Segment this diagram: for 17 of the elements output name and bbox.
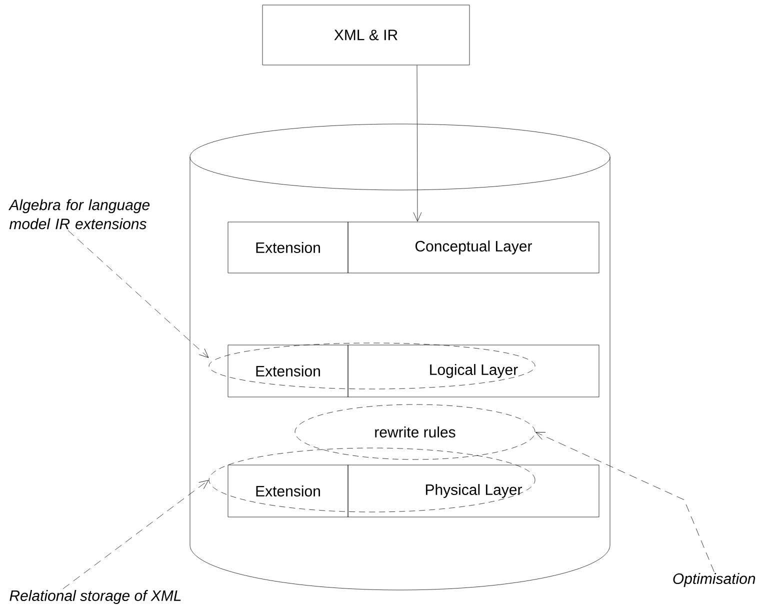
layer-box: Conceptual Layer (348, 222, 600, 274)
arrow (413, 65, 422, 222)
arrow (535, 432, 714, 572)
cylinder (190, 124, 610, 590)
dashed-ellipse (208, 448, 536, 512)
extension-box: Extension (228, 222, 348, 274)
extension-box: Extension (228, 464, 348, 518)
layer-box: Physical Layer (348, 464, 600, 518)
annotation-text: Relational storage of XML (10, 590, 181, 604)
annotation-text: Algebra for language model IR extensions (8, 199, 150, 230)
layer-box: Logical Layer (348, 344, 600, 398)
extension-box: Extension (228, 344, 348, 398)
dashed-ellipse (208, 342, 536, 390)
title-box: XML & IR (262, 4, 470, 66)
annotation-text: Optimisation (673, 573, 756, 587)
arrow (62, 480, 209, 589)
arrow (68, 230, 209, 358)
